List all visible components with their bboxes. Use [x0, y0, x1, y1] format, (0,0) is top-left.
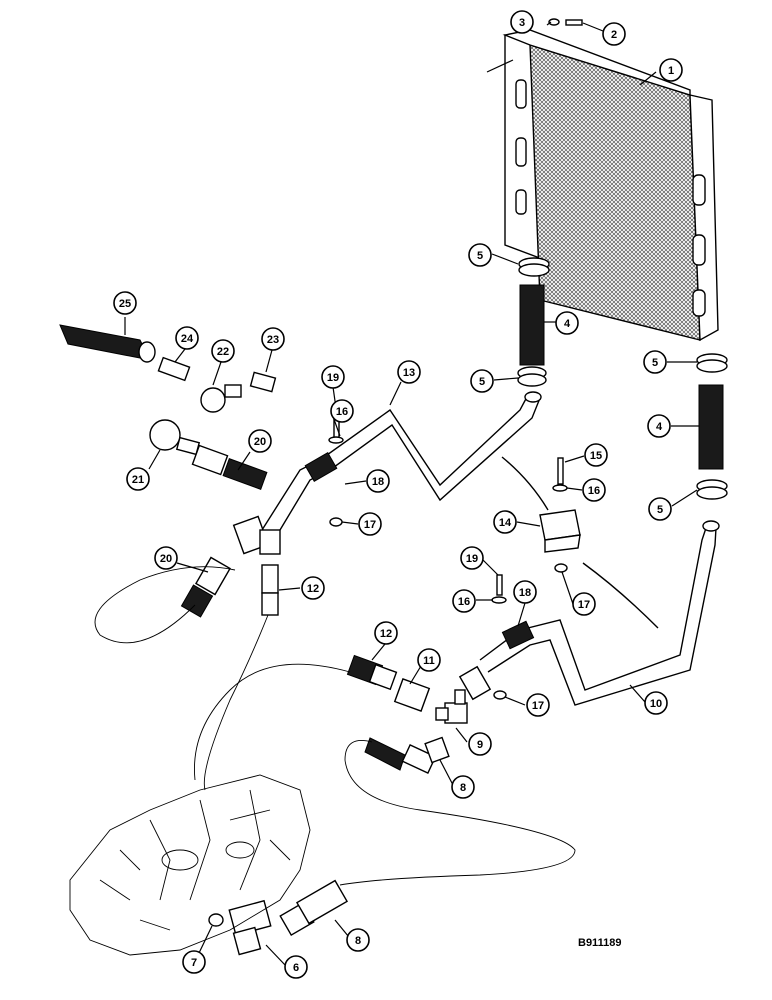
svg-text:18: 18 — [519, 587, 531, 599]
svg-text:12: 12 — [307, 583, 319, 595]
svg-text:5: 5 — [657, 504, 663, 516]
svg-text:2: 2 — [611, 29, 617, 41]
callout-2: 2 — [602, 22, 626, 46]
svg-text:1: 1 — [668, 65, 674, 77]
callout-8: 8 — [451, 775, 475, 799]
svg-text:20: 20 — [160, 553, 172, 565]
callout-4: 4 — [555, 311, 579, 335]
svg-text:25: 25 — [119, 298, 131, 310]
tube-10 — [479, 520, 720, 706]
callout-3: 3 — [510, 10, 534, 34]
left-fittings — [180, 556, 279, 618]
svg-text:17: 17 — [532, 700, 544, 712]
callout-9: 9 — [468, 732, 492, 756]
svg-text:5: 5 — [479, 376, 485, 388]
svg-text:15: 15 — [590, 450, 602, 462]
callout-17: 17 — [358, 512, 382, 536]
callout-19: 19 — [460, 546, 484, 570]
callout-5: 5 — [468, 243, 492, 267]
callout-20: 20 — [248, 429, 272, 453]
callout-18: 18 — [366, 469, 390, 493]
callout-14: 14 — [493, 510, 517, 534]
callout-8: 8 — [346, 928, 370, 952]
callout-25: 25 — [113, 291, 137, 315]
upper-left-fittings — [59, 324, 277, 490]
callout-17: 17 — [572, 592, 596, 616]
callout-17: 17 — [526, 693, 550, 717]
callout-21: 21 — [126, 467, 150, 491]
fasteners — [328, 18, 583, 700]
svg-text:11: 11 — [423, 655, 435, 667]
callout-18: 18 — [513, 580, 537, 604]
callout-7: 7 — [182, 950, 206, 974]
callout-15: 15 — [584, 443, 608, 467]
callout-16: 16 — [330, 399, 354, 423]
svg-text:24: 24 — [181, 333, 194, 345]
callout-13: 13 — [397, 360, 421, 384]
svg-text:5: 5 — [477, 250, 483, 262]
callout-5: 5 — [648, 497, 672, 521]
flex-hoses — [94, 566, 576, 886]
callout-5: 5 — [643, 350, 667, 374]
svg-text:17: 17 — [364, 519, 376, 531]
svg-text:20: 20 — [254, 436, 266, 448]
svg-text:8: 8 — [460, 782, 466, 794]
right-hose-assembly — [696, 353, 728, 500]
figure-reference-code: B911189 — [578, 937, 621, 949]
svg-text:22: 22 — [217, 346, 229, 358]
callout-12: 12 — [374, 621, 398, 645]
callout-19: 19 — [321, 365, 345, 389]
callout-12: 12 — [301, 576, 325, 600]
svg-text:7: 7 — [191, 957, 197, 969]
svg-text:21: 21 — [132, 474, 144, 486]
svg-text:19: 19 — [327, 372, 339, 384]
svg-text:10: 10 — [650, 698, 662, 710]
left-elbows — [232, 515, 281, 555]
callout-23: 23 — [261, 327, 285, 351]
svg-text:19: 19 — [466, 553, 478, 565]
svg-text:18: 18 — [372, 476, 384, 488]
callout-11: 11 — [417, 648, 441, 672]
svg-text:5: 5 — [652, 357, 658, 369]
callout-1: 1 — [659, 58, 683, 82]
lower-fittings — [208, 879, 349, 956]
svg-text:12: 12 — [380, 628, 392, 640]
svg-text:4: 4 — [564, 318, 571, 330]
bracket-14 — [539, 509, 581, 553]
svg-text:9: 9 — [477, 739, 483, 751]
upper-hose-assembly — [517, 257, 550, 387]
svg-text:6: 6 — [293, 962, 299, 974]
callout-10: 10 — [644, 691, 668, 715]
callout-16: 16 — [452, 589, 476, 613]
oil-cooler — [486, 29, 719, 342]
callout-24: 24 — [175, 326, 199, 350]
tube-13 — [261, 391, 542, 541]
svg-text:16: 16 — [588, 485, 600, 497]
svg-text:16: 16 — [336, 406, 348, 418]
callout-20: 20 — [154, 546, 178, 570]
callout-22: 22 — [211, 339, 235, 363]
callout-16: 16 — [582, 478, 606, 502]
svg-text:17: 17 — [578, 599, 590, 611]
svg-text:4: 4 — [656, 421, 663, 433]
leader-lines — [124, 21, 699, 967]
svg-text:13: 13 — [403, 367, 415, 379]
transmission-housing — [69, 774, 311, 956]
callout-6: 6 — [284, 955, 308, 979]
center-fittings — [346, 654, 492, 775]
svg-text:8: 8 — [355, 935, 361, 947]
svg-text:16: 16 — [458, 596, 470, 608]
svg-text:3: 3 — [519, 17, 525, 29]
callout-5: 5 — [470, 369, 494, 393]
callouts: 1 2 3 4 4 5 5 5 5 6 7 8 8 9 10 11 12 12 … — [113, 10, 683, 979]
svg-text:14: 14 — [499, 517, 512, 529]
svg-text:23: 23 — [267, 334, 279, 346]
callout-4: 4 — [647, 414, 671, 438]
